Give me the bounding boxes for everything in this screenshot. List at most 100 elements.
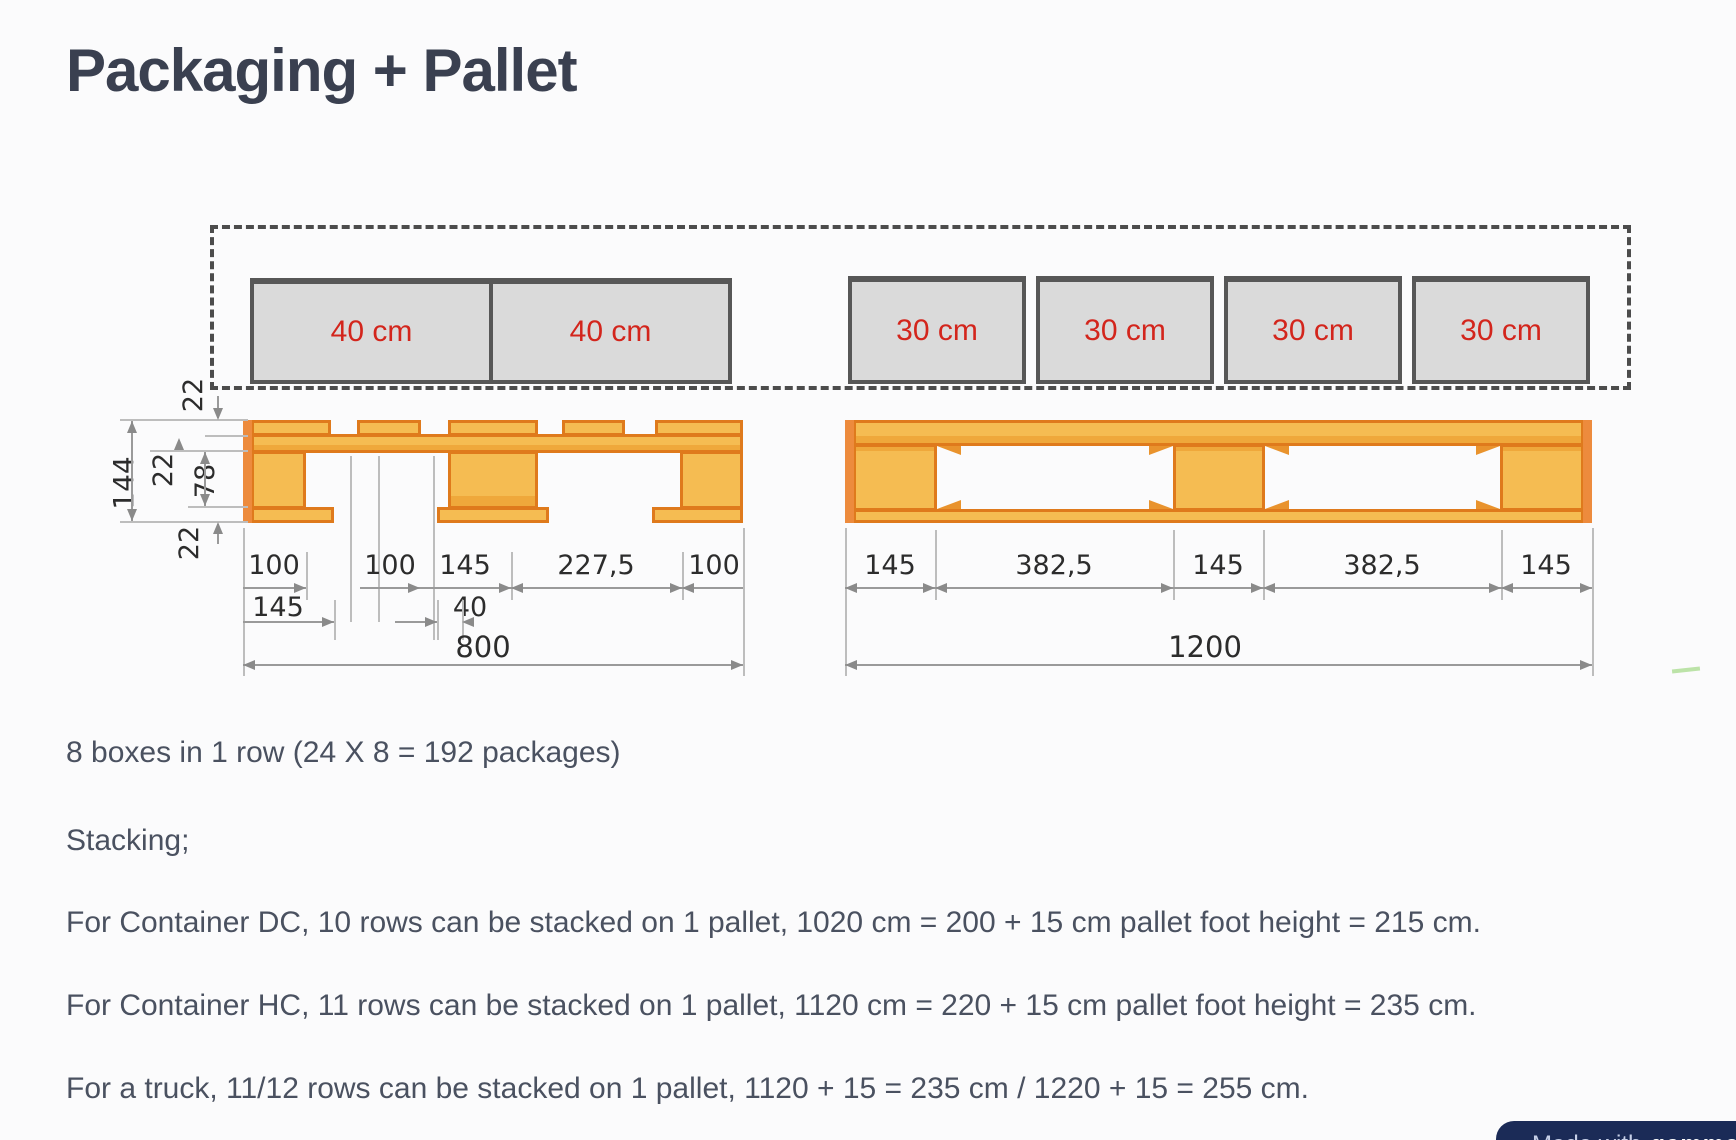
rail-chamfer: [937, 500, 961, 509]
box-40cm: 40 cm: [250, 278, 493, 384]
note-truck: For a truck, 11/12 rows can be stacked o…: [66, 1072, 1309, 1105]
dim-line-144: [131, 421, 133, 521]
bottom-board: [652, 507, 743, 523]
deck-chamfer: [1149, 446, 1173, 455]
pallet-side-view-1200: [845, 420, 1592, 523]
box-30cm: 30 cm: [1224, 276, 1402, 384]
dim-segment: [1501, 587, 1592, 589]
extension-line: [150, 450, 248, 452]
arrowhead: [1251, 583, 1263, 593]
pallet-end-view-800: [243, 420, 743, 523]
extension-line: [1173, 530, 1175, 600]
extension-line: [935, 530, 937, 600]
extension-line: [743, 528, 745, 676]
arrowhead: [1161, 583, 1173, 593]
arrowhead: [499, 583, 511, 593]
rail-chamfer: [1476, 500, 1500, 509]
arrowhead: [1580, 660, 1592, 670]
arrowhead: [1580, 583, 1592, 593]
arrowhead: [408, 583, 420, 593]
rail-chamfer: [1265, 500, 1289, 509]
box-size-label: 40 cm: [330, 315, 413, 348]
dim-label: 382,5: [1343, 550, 1421, 581]
arrowhead: [670, 583, 682, 593]
arrowhead: [294, 583, 306, 593]
arrowhead: [462, 617, 474, 627]
boxes-40-group: 40 cm 40 cm: [250, 278, 732, 384]
top-deck: [845, 420, 1592, 446]
dim-label: 145: [252, 592, 304, 623]
extension-line: [188, 506, 248, 508]
arrowhead: [322, 617, 334, 627]
note-container-hc: For Container HC, 11 rows can be stacked…: [66, 989, 1477, 1022]
box-size-label: 30 cm: [1460, 314, 1542, 347]
pallet-end-cap: [243, 420, 254, 523]
arrowhead: [511, 583, 523, 593]
dim-segment: [243, 587, 306, 589]
dim-segment: [845, 664, 1592, 666]
dim-label-overall: 1200: [1168, 630, 1242, 664]
bottom-rail: [845, 509, 1592, 523]
rail-chamfer: [1149, 500, 1173, 509]
dim-label-overall: 800: [455, 630, 511, 664]
deck-chamfer: [1476, 446, 1500, 455]
dim-label: 145: [439, 550, 491, 581]
extension-line: [682, 552, 684, 600]
dim-label: 145: [1520, 550, 1572, 581]
badge-prefix: Made with: [1532, 1131, 1641, 1140]
arrowhead: [1263, 583, 1275, 593]
note-boxes-per-row: 8 boxes in 1 row (24 X 8 = 192 packages): [66, 736, 621, 769]
extension-line: [243, 528, 245, 676]
arrowhead: [935, 583, 947, 593]
extension-line: [437, 600, 439, 640]
arrowhead: [845, 660, 857, 670]
dim-label-22-top: 22: [177, 377, 209, 413]
pallet-row-outline: [210, 225, 1631, 390]
box-size-label: 30 cm: [1272, 314, 1354, 347]
extension-line: [350, 456, 352, 622]
deck-chamfer: [1265, 446, 1289, 455]
extension-line: [1501, 530, 1503, 600]
extension-line: [1592, 528, 1594, 676]
pallet-block: [845, 444, 937, 511]
dim-segment: [511, 587, 682, 589]
highlight-mark: [1671, 666, 1701, 674]
extension-line: [205, 435, 248, 437]
dim-label: 145: [1192, 550, 1244, 581]
pallet-block: [1173, 444, 1265, 511]
page-title: Packaging + Pallet: [66, 37, 578, 104]
box-size-label: 30 cm: [1084, 314, 1166, 347]
made-with-badge[interactable]: Made with gamma: [1496, 1121, 1736, 1140]
badge-brand-logo: gamma: [1650, 1131, 1736, 1140]
deck-chamfer: [937, 446, 961, 455]
extension-line: [306, 552, 308, 600]
arrowhead: [213, 522, 223, 534]
arrowhead: [200, 452, 210, 464]
dim-label-22-bottom: 22: [173, 525, 205, 561]
pallet-foot: [448, 451, 538, 509]
extension-line: [433, 456, 435, 640]
extension-line: [120, 419, 248, 421]
dim-label-22-stringer: 22: [147, 452, 179, 488]
dim-segment: [1173, 587, 1263, 589]
box-40cm: 40 cm: [489, 278, 732, 384]
arrowhead: [127, 421, 137, 433]
arrowhead: [682, 583, 694, 593]
box-30cm: 30 cm: [1412, 276, 1590, 384]
dim-segment: [243, 621, 334, 623]
arrowhead: [731, 660, 743, 670]
arrowhead: [923, 583, 935, 593]
extension-line: [334, 600, 336, 640]
pallet-block: [1500, 444, 1592, 511]
dim-label: 145: [864, 550, 916, 581]
dim-segment: [682, 587, 743, 589]
extension-line: [1263, 530, 1265, 600]
bottom-board: [437, 507, 549, 523]
dim-label: 100: [248, 550, 300, 581]
dim-segment: [395, 621, 437, 623]
arrowhead: [1501, 583, 1513, 593]
arrowhead: [425, 617, 437, 627]
box-size-label: 40 cm: [569, 315, 652, 348]
pallet-end-cap: [1581, 420, 1592, 523]
